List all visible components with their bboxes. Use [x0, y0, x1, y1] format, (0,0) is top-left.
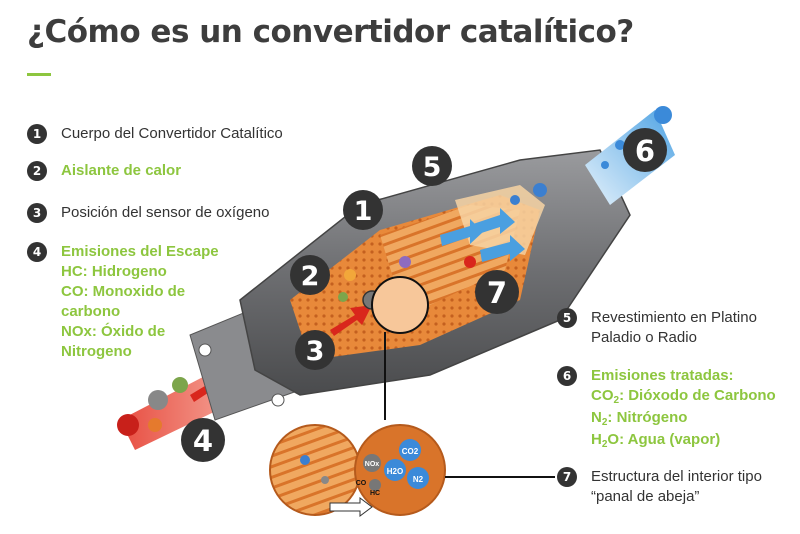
legend-line: H2O: Agua (vapor) — [591, 431, 721, 450]
legend-item-4: 4 Emisiones del Escape HC: Hidrogeno CO:… — [27, 242, 219, 362]
callout-3: 3 — [295, 330, 335, 370]
callout-6: 6 — [623, 128, 667, 172]
legend-line: NOx: Óxido de — [61, 323, 166, 340]
legend-number-badge: 3 — [27, 203, 47, 223]
callout-1: 1 — [343, 190, 383, 230]
legend-line: Estructura del interior tipo — [591, 468, 762, 485]
callout-5: 5 — [412, 146, 452, 186]
legend-line: carbono — [61, 303, 121, 320]
svg-text:2: 2 — [301, 261, 320, 292]
co2-label: CO2 — [402, 447, 419, 456]
legend-line: Revestimiento en Platino — [591, 309, 757, 326]
legend-number-badge: 6 — [557, 366, 577, 386]
legend-line: N2: Nitrógeno — [591, 409, 688, 428]
legend-item-3: 3 Posición del sensor de oxígeno — [27, 203, 269, 223]
legend-item-5: 5 Revestimiento en Platino Paladio o Rad… — [557, 308, 757, 348]
svg-text:7: 7 — [487, 276, 507, 310]
legend-item-2: 2 Aislante de calor — [27, 161, 181, 181]
callout-7: 7 — [475, 270, 519, 314]
svg-text:6: 6 — [635, 134, 655, 168]
legend-label: Emisiones del Escape HC: Hidrogeno CO: M… — [61, 242, 219, 362]
honeycomb-detail: CO2 H2O N2 NOx CO HC — [269, 424, 446, 517]
legend-number-badge: 2 — [27, 161, 47, 181]
legend-line: Paladio o Radio — [591, 329, 697, 346]
legend-line: Emisiones del Escape — [61, 243, 219, 260]
callout-4: 4 — [181, 418, 225, 462]
svg-text:5: 5 — [423, 152, 442, 183]
legend-item-1: 1 Cuerpo del Convertidor Catalítico — [27, 124, 283, 144]
legend-label: Estructura del interior tipo “panal de a… — [591, 467, 762, 507]
svg-text:4: 4 — [193, 424, 213, 458]
legend-item-7: 7 Estructura del interior tipo “panal de… — [557, 467, 762, 507]
legend-number-badge: 7 — [557, 467, 577, 487]
converter-body — [239, 149, 631, 396]
legend-label: Posición del sensor de oxígeno — [61, 204, 270, 221]
legend-line: CO: Monoxido de — [61, 283, 186, 300]
title-underline — [27, 73, 51, 76]
legend-line: “panal de abeja” — [591, 488, 700, 505]
hc-label: HC — [370, 490, 380, 497]
page-title: ¿Cómo es un convertidor catalítico? — [27, 14, 634, 50]
co-label: CO — [356, 480, 367, 487]
legend-label: Cuerpo del Convertidor Catalítico — [61, 125, 283, 142]
legend-heading: Emisiones tratadas: — [591, 367, 734, 384]
legend-line: Nitrogeno — [61, 343, 132, 360]
nox-label: NOx — [365, 461, 380, 468]
legend-number-badge: 5 — [557, 308, 577, 328]
legend-number-badge: 4 — [27, 242, 47, 262]
callout-2: 2 — [290, 255, 330, 295]
legend-label: Revestimiento en Platino Paladio o Radio — [591, 308, 757, 348]
svg-text:3: 3 — [306, 336, 325, 367]
legend-label: Aislante de calor — [61, 162, 182, 179]
legend-line: CO2: Dióxodo de Carbono — [591, 387, 776, 406]
legend-number-badge: 1 — [27, 124, 47, 144]
legend-line: HC: Hidrogeno — [61, 263, 167, 280]
svg-text:1: 1 — [354, 196, 373, 227]
h2o-label: H2O — [387, 467, 403, 476]
legend-label: Emisiones tratadas: CO2: Dióxodo de Carb… — [591, 366, 776, 452]
magnifier-ring — [371, 276, 429, 334]
legend-item-6: 6 Emisiones tratadas: CO2: Dióxodo de Ca… — [557, 366, 776, 452]
n2-label: N2 — [413, 475, 424, 484]
